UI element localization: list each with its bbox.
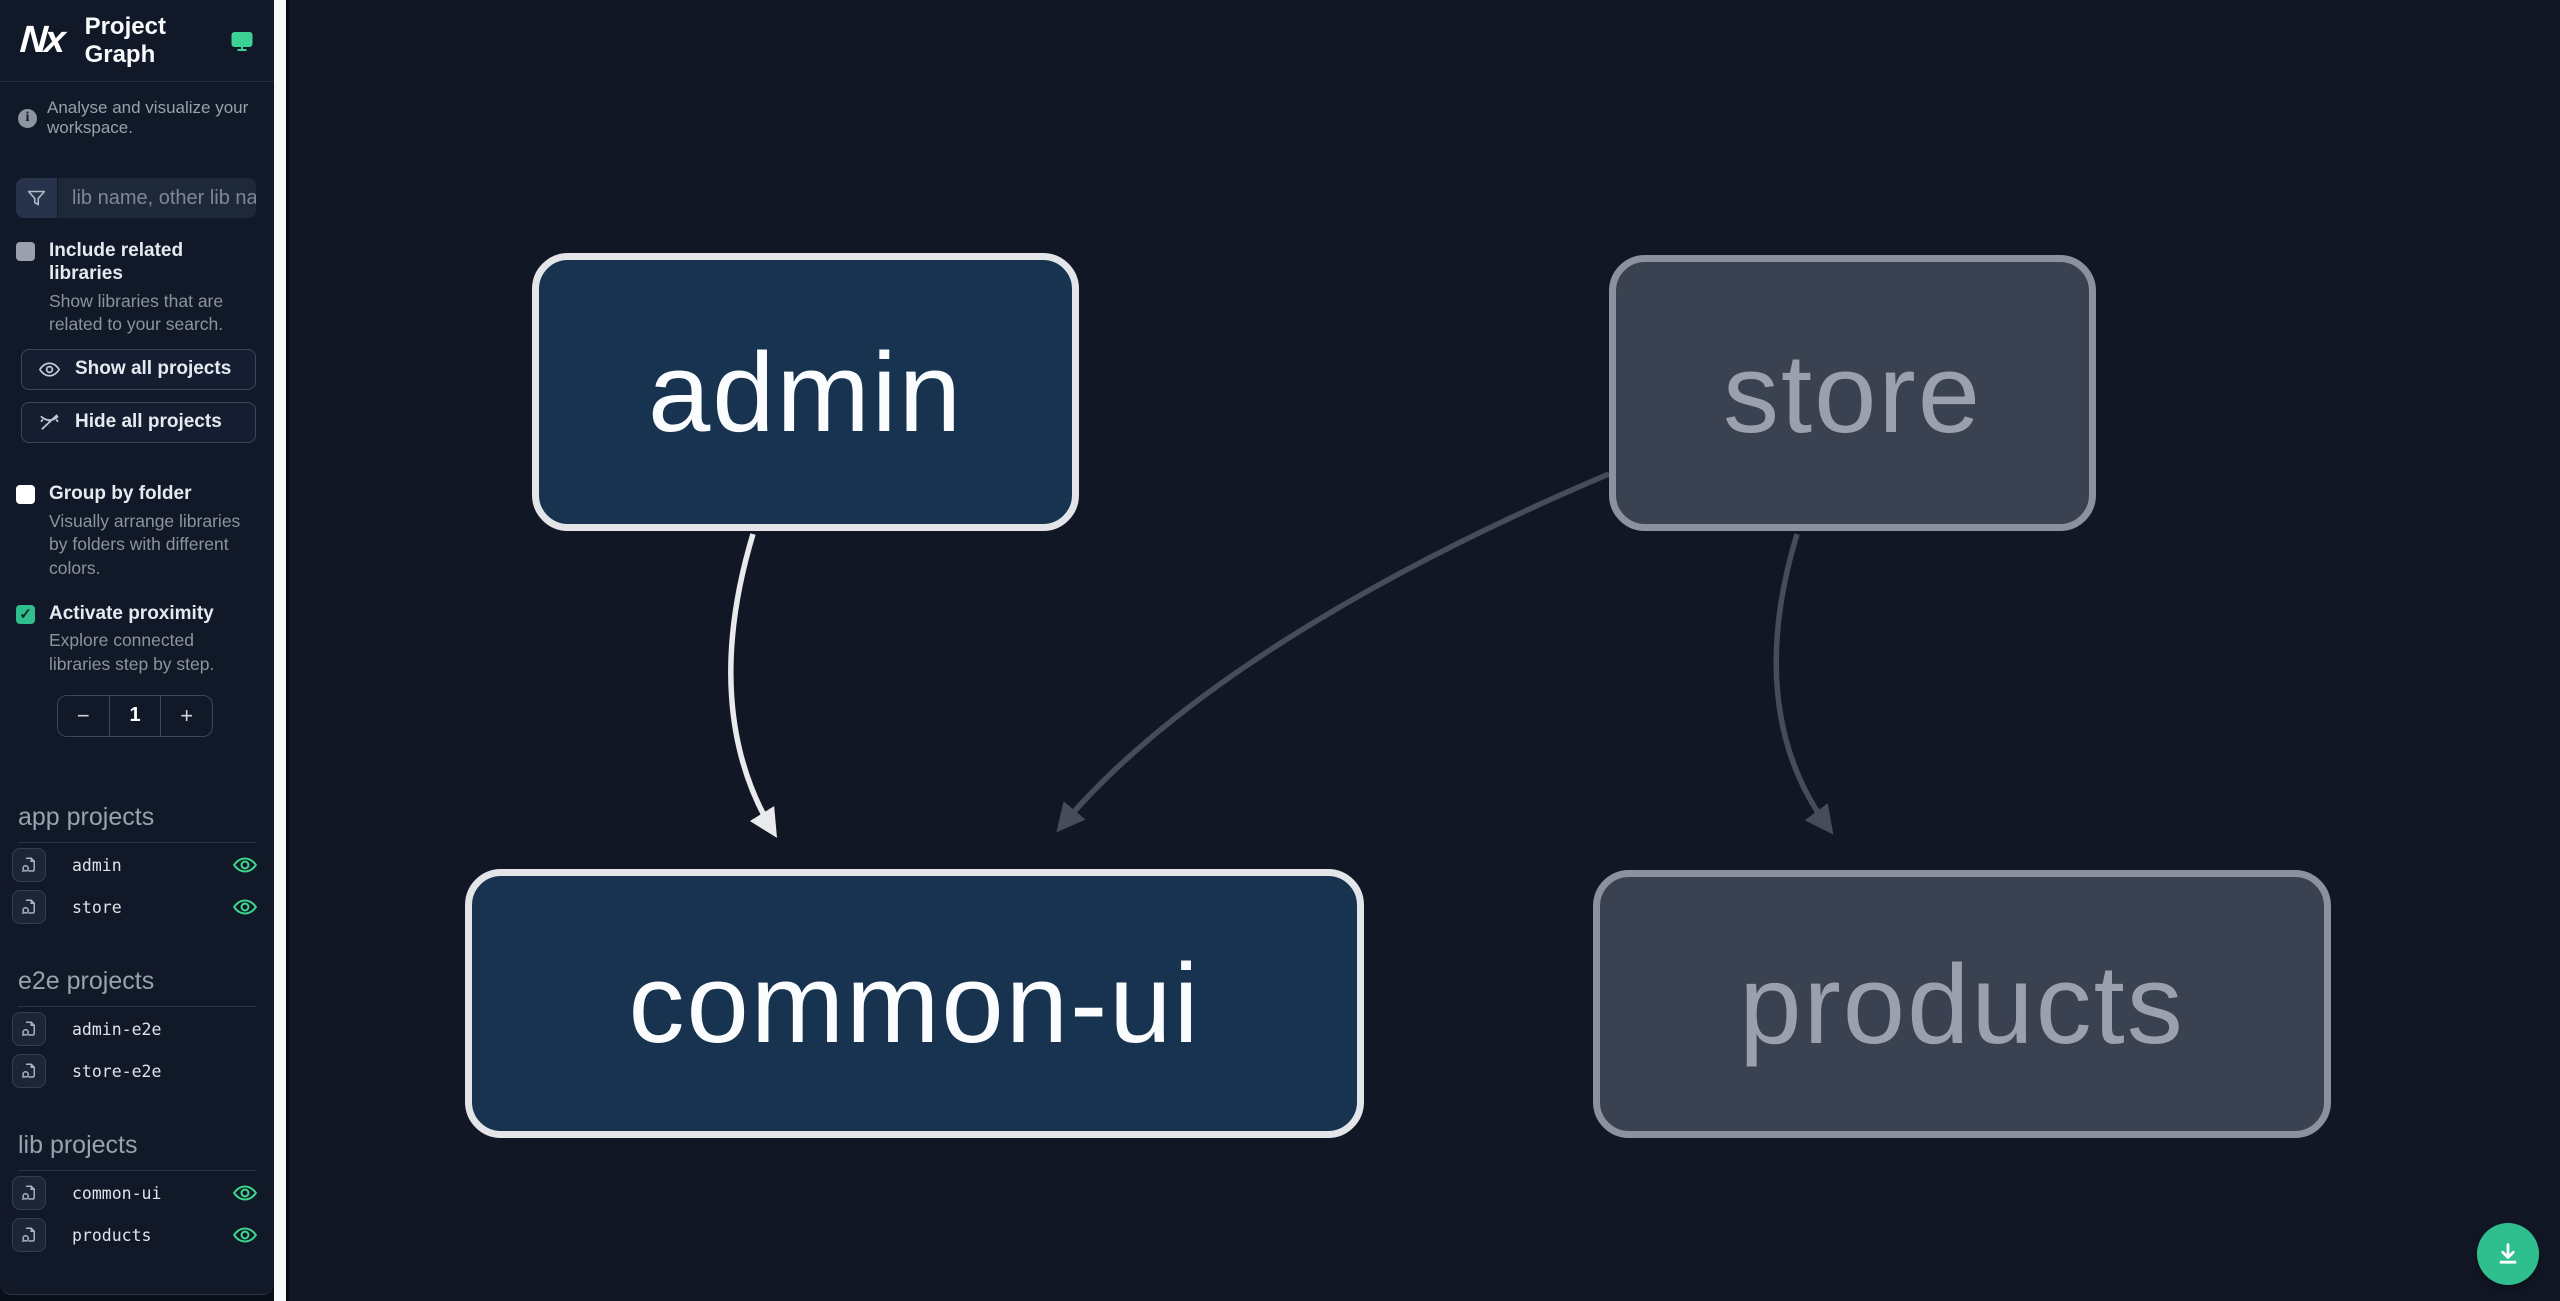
graph-node-store[interactable]: store — [1609, 255, 2096, 531]
project-row-products: products — [0, 1216, 274, 1255]
focus-project-button[interactable] — [12, 848, 46, 883]
download-image-button[interactable] — [2477, 1223, 2539, 1285]
focus-doc-icon — [21, 1021, 35, 1037]
option-group-by-folder: Group by folder Visually arrange librari… — [0, 483, 274, 581]
focus-project-button[interactable] — [12, 1054, 46, 1089]
hide-all-projects-button[interactable]: Hide all projects — [21, 401, 256, 443]
edge-admin-to-common-ui — [728, 533, 778, 838]
project-row-admin-e2e: admin-e2e — [0, 1010, 274, 1049]
edge-store-to-products — [1773, 533, 1834, 835]
download-icon — [2499, 1243, 2517, 1264]
project-row-store-e2e: store-e2e — [0, 1052, 274, 1091]
include-related-label: Include related libraries — [49, 240, 184, 284]
section-title: lib projects — [18, 1131, 256, 1171]
eye-icon — [38, 362, 61, 377]
focus-project-button[interactable] — [12, 890, 46, 925]
monitor-icon — [230, 29, 254, 53]
filter-icon — [16, 178, 58, 218]
section-title: e2e projects — [18, 967, 256, 1007]
hide-all-projects-label: Hide all projects — [75, 411, 222, 433]
project-name: products — [72, 1225, 152, 1245]
focus-doc-icon — [21, 1063, 35, 1079]
toggle-visibility-eye-icon[interactable] — [232, 852, 258, 878]
graph-canvas[interactable]: admin store common-ui products — [290, 0, 2560, 1301]
project-name: store — [72, 897, 122, 917]
proximity-increment-button[interactable]: + — [160, 695, 212, 736]
activate-proximity-label: Activate proximity — [49, 602, 214, 624]
project-name: admin — [72, 855, 122, 875]
dependency-edges — [728, 471, 1834, 838]
section-app-projects: app projects admin — [0, 803, 274, 927]
workspace-subtitle: Analyse and visualize your workspace. — [47, 98, 249, 137]
project-row-admin: admin — [0, 846, 274, 885]
focus-doc-icon — [21, 1185, 35, 1201]
section-title: app projects — [18, 803, 256, 843]
include-related-checkbox[interactable] — [16, 242, 35, 261]
section-e2e-projects: e2e projects admin-e2e store- — [0, 967, 274, 1091]
project-name: admin-e2e — [72, 1019, 162, 1039]
toggle-visibility-eye-icon[interactable] — [232, 894, 258, 920]
option-include-related: Include related libraries Show libraries… — [0, 240, 274, 337]
include-related-description: Show libraries that are related to your … — [49, 290, 224, 335]
option-activate-proximity: ✓ Activate proximity Explore connected l… — [0, 603, 274, 677]
focus-project-button[interactable] — [12, 1218, 46, 1253]
graph-node-admin[interactable]: admin — [532, 253, 1079, 531]
graph-node-products[interactable]: products — [1593, 870, 2331, 1138]
search-input[interactable] — [58, 178, 256, 218]
search-box — [16, 178, 256, 218]
toggle-visibility-eye-icon[interactable] — [232, 1222, 258, 1248]
info-icon: i — [18, 108, 37, 128]
activate-proximity-description: Explore connected libraries step by step… — [49, 630, 215, 674]
graph-node-common-ui[interactable]: common-ui — [465, 869, 1364, 1138]
section-lib-projects: lib projects common-ui — [0, 1131, 274, 1255]
show-all-projects-label: Show all projects — [75, 358, 232, 380]
project-row-common-ui: common-ui — [0, 1174, 274, 1213]
focus-doc-icon — [21, 857, 35, 873]
activate-proximity-checkbox[interactable]: ✓ — [16, 604, 35, 624]
nx-logo: Nx — [18, 19, 65, 61]
group-by-folder-description: Visually arrange libraries by folders wi… — [49, 510, 241, 578]
sidebar: Nx Project Graph i Analyse and visualize… — [0, 0, 274, 1295]
toggle-visibility-eye-icon[interactable] — [232, 1180, 258, 1206]
focus-doc-icon — [21, 1227, 35, 1243]
group-by-folder-checkbox[interactable] — [16, 484, 35, 504]
project-row-store: store — [0, 888, 274, 927]
sidebar-header: Nx Project Graph — [0, 0, 274, 82]
show-all-projects-button[interactable]: Show all projects — [21, 348, 256, 390]
proximity-decrement-button[interactable]: − — [76, 702, 90, 728]
app-title: Project Graph — [84, 12, 166, 68]
group-by-folder-label: Group by folder — [49, 482, 192, 504]
sidebar-scrollbar[interactable] — [274, 0, 288, 1301]
edge-store-to-common-ui — [1056, 471, 1611, 833]
proximity-value: 1 — [108, 695, 161, 736]
focus-project-button[interactable] — [12, 1012, 46, 1047]
workspace-info-row: i Analyse and visualize your workspace. — [0, 82, 274, 152]
project-name: store-e2e — [72, 1061, 162, 1081]
focus-doc-icon — [21, 899, 35, 915]
proximity-stepper: − 1 + — [57, 694, 213, 737]
eye-off-icon — [40, 414, 59, 430]
project-name: common-ui — [72, 1183, 162, 1203]
focus-project-button[interactable] — [12, 1176, 46, 1211]
